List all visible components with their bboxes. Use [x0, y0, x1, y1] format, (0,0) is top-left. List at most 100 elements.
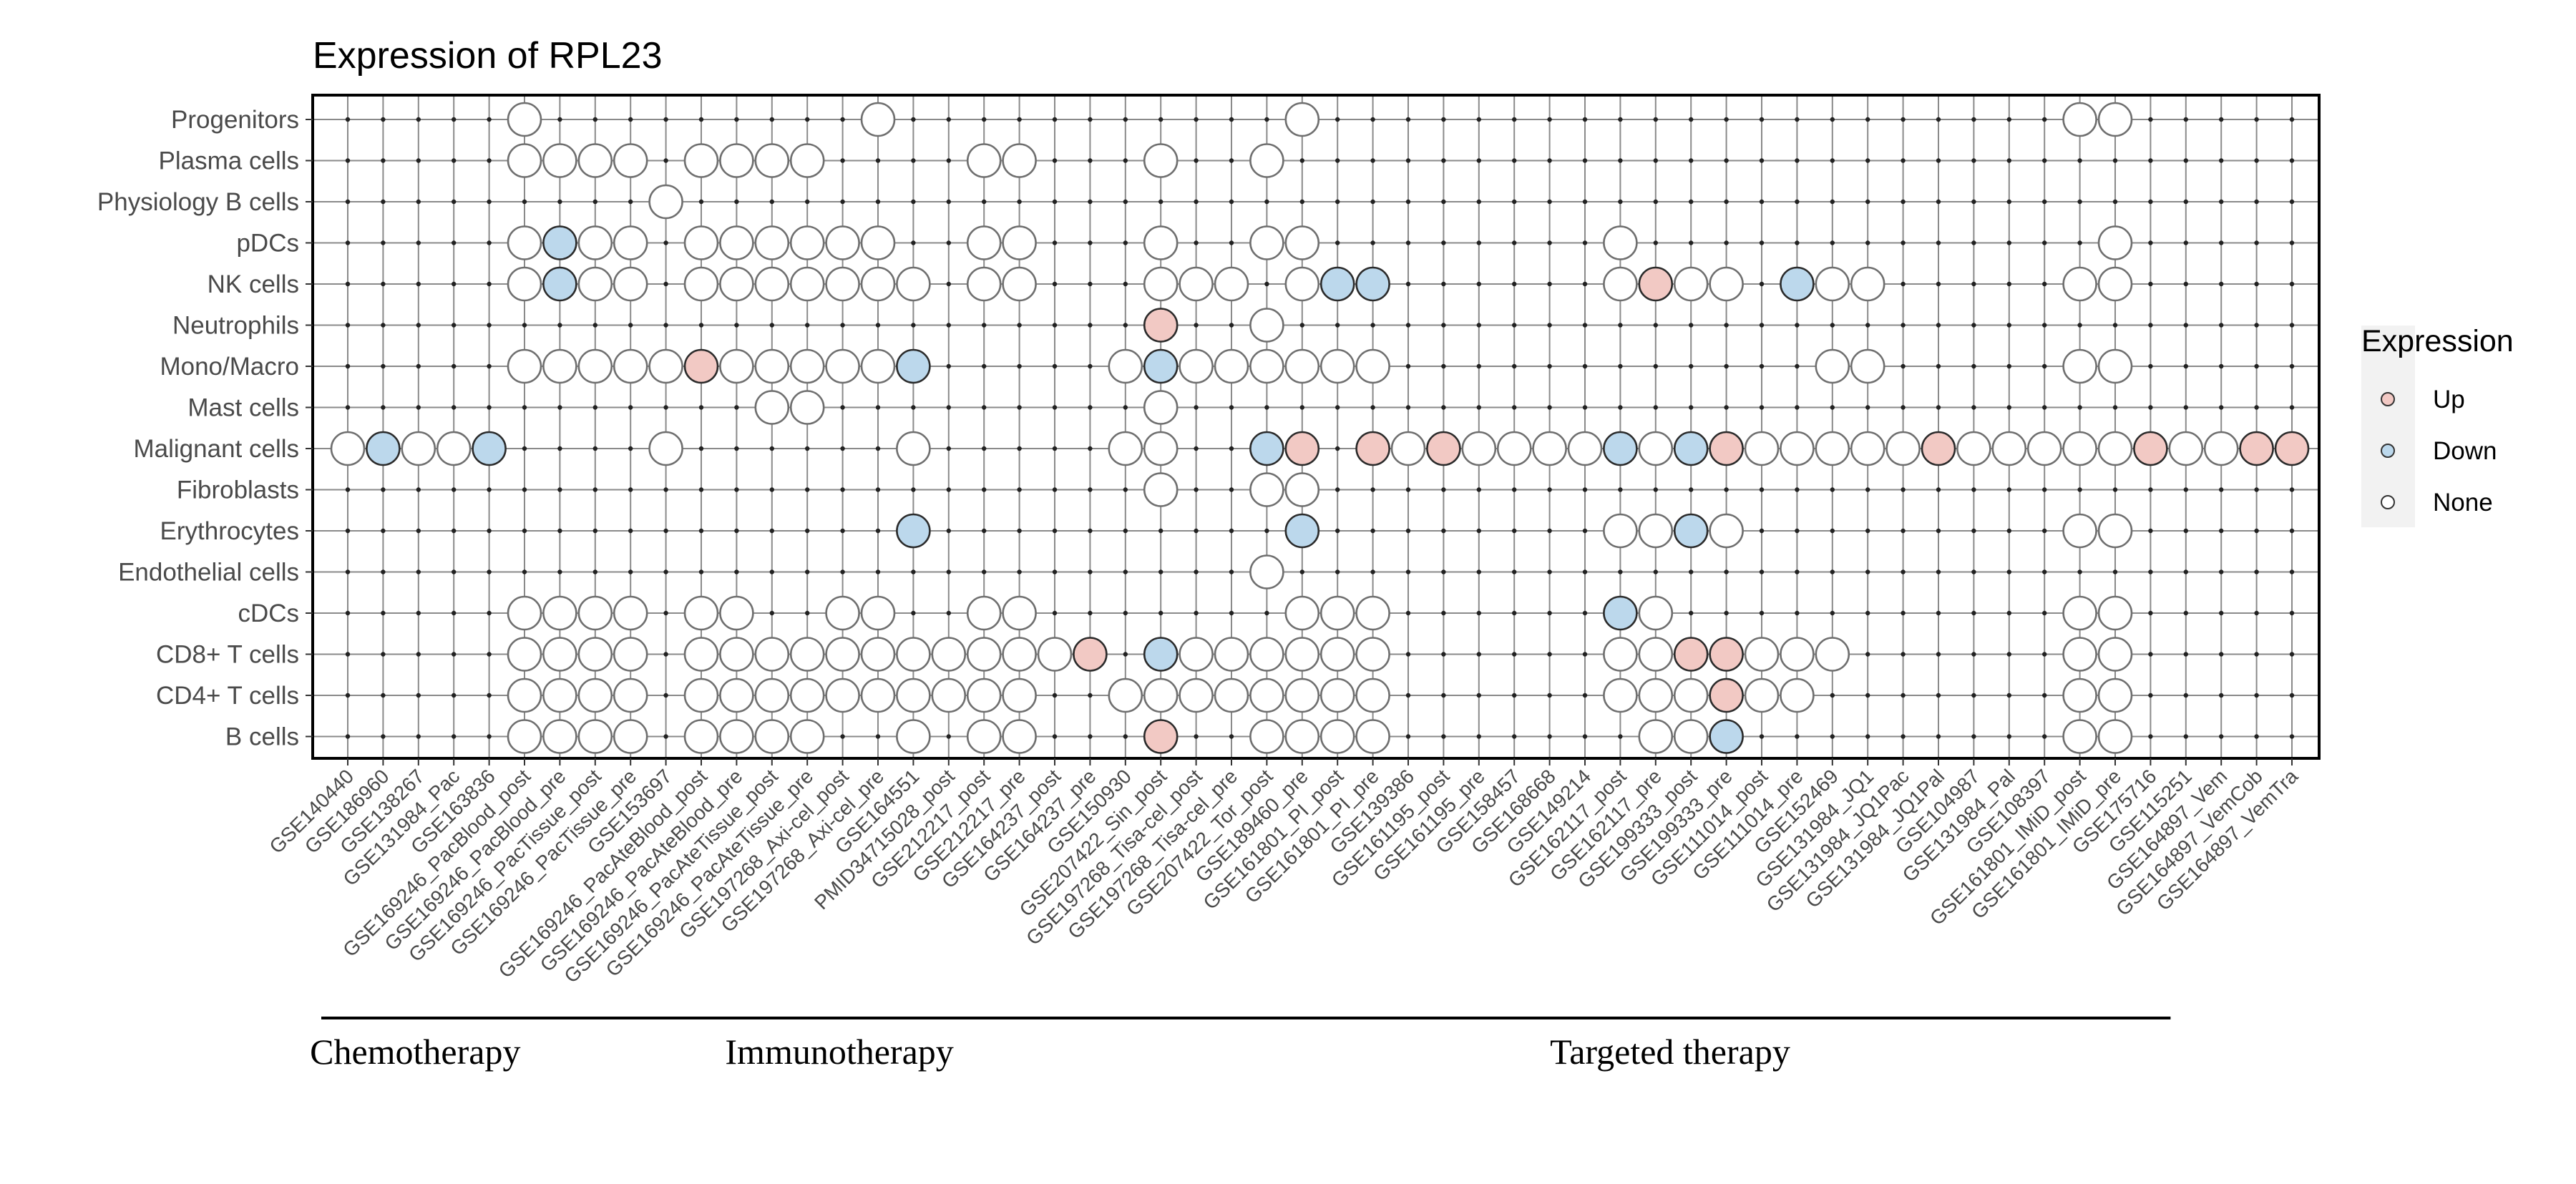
empty-cell-marker: [1441, 693, 1446, 698]
empty-cell-marker: [1335, 158, 1340, 163]
cell-dot-none: [2097, 595, 2133, 631]
empty-cell-marker: [1405, 281, 1411, 287]
cell-dot-none: [719, 595, 754, 631]
empty-cell-marker: [1724, 610, 1729, 616]
empty-cell-marker: [840, 569, 845, 574]
empty-cell-marker: [345, 199, 351, 205]
group-label-targeted-therapy: Targeted therapy: [1550, 1032, 1790, 1072]
empty-cell-marker: [1335, 528, 1340, 534]
empty-cell-marker: [1335, 199, 1340, 205]
empty-cell-marker: [487, 693, 492, 698]
empty-cell-marker: [1971, 158, 1976, 163]
chart-title: Expression of RPL23: [313, 35, 663, 77]
empty-cell-marker: [1052, 405, 1058, 410]
empty-cell-marker: [2219, 281, 2224, 287]
empty-cell-marker: [381, 528, 386, 534]
cell-dot-none: [789, 719, 825, 754]
empty-cell-marker: [452, 405, 457, 410]
empty-cell-marker: [1052, 323, 1058, 328]
empty-cell-marker: [1370, 323, 1375, 328]
cell-dot-down: [472, 431, 507, 466]
empty-cell-marker: [982, 117, 987, 122]
empty-cell-marker: [416, 610, 421, 616]
cell-dot-none: [754, 390, 790, 425]
empty-cell-marker: [1936, 652, 1941, 657]
empty-cell-marker: [592, 199, 597, 205]
empty-cell-marker: [2183, 240, 2188, 245]
cell-dot-down: [896, 348, 931, 384]
empty-cell-marker: [1476, 487, 1481, 492]
empty-cell-marker: [1476, 610, 1481, 616]
empty-cell-marker: [1229, 158, 1234, 163]
empty-cell-marker: [1653, 158, 1658, 163]
empty-cell-marker: [2042, 405, 2047, 410]
empty-cell-marker: [452, 693, 457, 698]
cell-dot-none: [1709, 513, 1744, 549]
cell-dot-none: [648, 431, 683, 466]
empty-cell-marker: [1830, 569, 1835, 574]
cell-dot-none: [507, 719, 542, 754]
empty-cell-marker: [345, 158, 351, 163]
cell-dot-none: [2203, 431, 2239, 466]
empty-cell-marker: [663, 240, 668, 245]
empty-cell-marker: [2148, 363, 2153, 369]
empty-cell-marker: [2289, 652, 2295, 657]
empty-cell-marker: [2183, 405, 2188, 410]
legend-title: Expression: [2361, 324, 2514, 358]
empty-cell-marker: [1052, 487, 1058, 492]
empty-cell-marker: [875, 487, 881, 492]
empty-cell-marker: [557, 405, 562, 410]
empty-cell-marker: [1689, 363, 1694, 369]
empty-cell-marker: [2042, 610, 2047, 616]
cell-dot-none: [507, 677, 542, 713]
empty-cell-marker: [1123, 158, 1128, 163]
empty-cell-marker: [1618, 487, 1623, 492]
empty-cell-marker: [1370, 405, 1375, 410]
empty-cell-marker: [2219, 199, 2224, 205]
cell-dot-none: [860, 595, 896, 631]
empty-cell-marker: [592, 323, 597, 328]
empty-cell-marker: [381, 487, 386, 492]
empty-cell-marker: [522, 199, 527, 205]
empty-cell-marker: [1689, 117, 1694, 122]
empty-cell-marker: [1582, 363, 1588, 369]
empty-cell-marker: [1441, 405, 1446, 410]
empty-cell-marker: [769, 117, 775, 122]
empty-cell-marker: [1936, 693, 1941, 698]
empty-cell-marker: [628, 528, 633, 534]
empty-cell-marker: [875, 158, 881, 163]
empty-cell-marker: [875, 569, 881, 574]
empty-cell-marker: [1441, 199, 1446, 205]
cell-dot-none: [1249, 308, 1284, 343]
empty-cell-marker: [416, 323, 421, 328]
empty-cell-marker: [1194, 487, 1199, 492]
empty-cell-marker: [1441, 323, 1446, 328]
empty-cell-marker: [416, 487, 421, 492]
empty-cell-marker: [1476, 528, 1481, 534]
cell-dot-none: [1744, 677, 1780, 713]
empty-cell-marker: [698, 405, 704, 410]
empty-cell-marker: [522, 528, 527, 534]
empty-cell-marker: [381, 323, 386, 328]
empty-cell-marker: [1865, 487, 1870, 492]
cell-dot-none: [577, 595, 613, 631]
empty-cell-marker: [1547, 693, 1552, 698]
empty-cell-marker: [1901, 363, 1906, 369]
empty-cell-marker: [1759, 199, 1765, 205]
empty-cell-marker: [1405, 569, 1411, 574]
empty-cell-marker: [1936, 610, 1941, 616]
empty-cell-marker: [1052, 446, 1058, 451]
cell-dot-none: [648, 348, 683, 384]
empty-cell-marker: [1901, 405, 1906, 410]
empty-cell-marker: [1901, 117, 1906, 122]
cell-dot-none: [507, 266, 542, 302]
cell-dot-none: [2062, 266, 2097, 302]
empty-cell-marker: [2006, 281, 2011, 287]
empty-cell-marker: [1936, 158, 1941, 163]
cell-dot-none: [507, 637, 542, 672]
empty-cell-marker: [1476, 569, 1481, 574]
empty-cell-marker: [1618, 405, 1623, 410]
empty-cell-marker: [946, 734, 952, 739]
empty-cell-marker: [487, 240, 492, 245]
empty-cell-marker: [1582, 240, 1588, 245]
